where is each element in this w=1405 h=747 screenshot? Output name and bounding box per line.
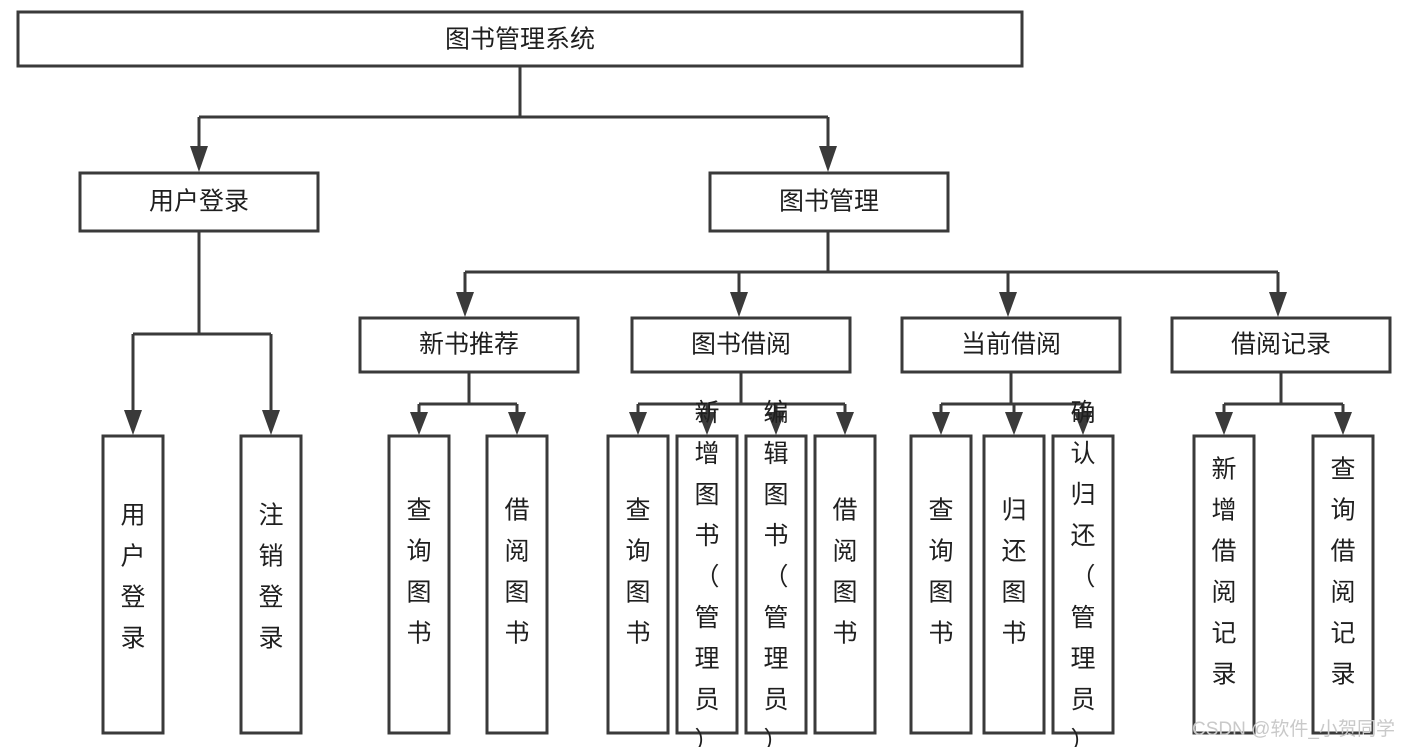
connector-group-book-borrow: [629, 372, 854, 435]
arrowhead-nbr-to-leaf-1: [410, 412, 428, 435]
arrowhead-br-to-leaf-2: [1334, 412, 1352, 435]
leaf-br-add-record-box[interactable]: [1192, 434, 1256, 735]
leaf-cb-confirm-return-admin-label: 确认归还（管理员）: [1070, 399, 1095, 747]
leaf-cb-return-book[interactable]: 归还图书: [982, 434, 1046, 735]
leaf-bb-add-book-admin[interactable]: 新增图书（管理员）: [675, 399, 739, 747]
connector-group-new-book-recommend: [410, 372, 526, 435]
node-root[interactable]: 图书管理系统: [16, 10, 1024, 68]
leaf-bb-edit-book-admin-box[interactable]: [744, 434, 808, 735]
node-root-label: 图书管理系统: [445, 26, 595, 54]
leaf-bb-edit-book-admin-label: 编辑图书（管理员）: [763, 399, 788, 747]
leaf-br-query-record-box[interactable]: [1311, 434, 1375, 735]
leaf-nbr-borrow-book[interactable]: 借阅图书: [485, 434, 549, 735]
arrowhead-bm-to-borrow-record: [1269, 292, 1287, 317]
leaf-logout-label: 注销登录: [258, 502, 283, 653]
arrowhead-cb-to-leaf-3: [1074, 412, 1092, 435]
leaf-bb-query-book-box[interactable]: [606, 434, 670, 735]
arrowhead-bb-to-leaf-4: [836, 412, 854, 435]
arrowhead-root-to-user-login: [190, 146, 208, 172]
leaf-cb-query-book[interactable]: 查询图书: [909, 434, 973, 735]
arrowhead-user-login-to-leaf-2: [262, 410, 280, 435]
node-user-login-box[interactable]: [78, 171, 320, 233]
node-current-borrow-box[interactable]: [900, 316, 1122, 374]
node-borrow-record-label: 借阅记录: [1231, 331, 1331, 359]
arrowhead-nbr-to-leaf-2: [508, 412, 526, 435]
node-current-borrow[interactable]: 当前借阅: [900, 316, 1122, 374]
arrowhead-bm-to-new-book-recommend: [456, 292, 474, 317]
leaf-user-login-label: 用户登录: [120, 502, 145, 653]
node-book-borrow-label: 图书借阅: [691, 331, 791, 359]
leaf-br-query-record[interactable]: 查询借阅记录: [1311, 434, 1375, 735]
arrowhead-bb-to-leaf-1: [629, 412, 647, 435]
leaf-cb-query-book-box[interactable]: [909, 434, 973, 735]
arrowhead-br-to-leaf-1: [1215, 412, 1233, 435]
leaf-bb-add-book-admin-box[interactable]: [675, 434, 739, 735]
leaf-cb-return-book-label: 归还图书: [1001, 497, 1026, 648]
leaf-bb-query-book-label: 查询图书: [625, 497, 650, 648]
node-new-book-recommend-box[interactable]: [358, 316, 580, 374]
node-new-book-recommend[interactable]: 新书推荐: [358, 316, 580, 374]
arrowhead-bb-to-leaf-3: [767, 412, 785, 435]
connector-group-current-borrow: [932, 372, 1092, 435]
arrowhead-bm-to-book-borrow: [730, 292, 748, 317]
connector-group-book-management: [456, 231, 1287, 317]
connector-group-root: [190, 66, 837, 172]
node-user-login-label: 用户登录: [149, 188, 249, 216]
node-root-box[interactable]: [16, 10, 1024, 68]
leaf-nbr-borrow-book-label: 借阅图书: [504, 497, 529, 648]
node-user-login[interactable]: 用户登录: [78, 171, 320, 233]
leaf-logout-box[interactable]: [239, 434, 303, 735]
connector-group-borrow-record: [1215, 372, 1352, 435]
leaf-bb-borrow-book-label: 借阅图书: [832, 497, 857, 648]
leaf-br-query-record-label: 查询借阅记录: [1330, 456, 1355, 689]
node-book-management[interactable]: 图书管理: [708, 171, 950, 233]
leaf-user-login-box[interactable]: [101, 434, 165, 735]
arrowhead-cb-to-leaf-1: [932, 412, 950, 435]
node-book-management-box[interactable]: [708, 171, 950, 233]
leaf-nbr-query-book-box[interactable]: [387, 434, 451, 735]
leaf-nbr-query-book-label: 查询图书: [406, 497, 431, 648]
leaf-cb-confirm-return-admin-box[interactable]: [1051, 434, 1115, 735]
arrowhead-root-to-book-management: [819, 146, 837, 172]
arrowhead-cb-to-leaf-2: [1005, 412, 1023, 435]
leaf-bb-borrow-book-box[interactable]: [813, 434, 877, 735]
csdn-watermark: CSDN @软件_小贺同学: [1192, 719, 1395, 740]
leaf-cb-query-book-label: 查询图书: [928, 497, 953, 648]
leaf-nbr-borrow-book-box[interactable]: [485, 434, 549, 735]
leaf-cb-return-book-box[interactable]: [982, 434, 1046, 735]
leaf-user-login[interactable]: 用户登录: [101, 434, 165, 735]
leaf-bb-edit-book-admin[interactable]: 编辑图书（管理员）: [744, 399, 808, 747]
leaf-nbr-query-book[interactable]: 查询图书: [387, 434, 451, 735]
node-borrow-record-box[interactable]: [1170, 316, 1392, 374]
leaf-bb-add-book-admin-label: 新增图书（管理员）: [694, 399, 719, 747]
leaf-br-add-record[interactable]: 新增借阅记录: [1192, 434, 1256, 735]
node-book-borrow-box[interactable]: [630, 316, 852, 374]
arrowhead-user-login-to-leaf-1: [124, 410, 142, 435]
leaf-bb-borrow-book[interactable]: 借阅图书: [813, 434, 877, 735]
node-book-borrow[interactable]: 图书借阅: [630, 316, 852, 374]
arrowhead-bb-to-leaf-2: [698, 412, 716, 435]
arrowhead-bm-to-current-borrow: [999, 292, 1017, 317]
node-borrow-record[interactable]: 借阅记录: [1170, 316, 1392, 374]
leaf-cb-confirm-return-admin[interactable]: 确认归还（管理员）: [1051, 399, 1115, 747]
connector-group-user-login: [124, 231, 280, 435]
leaf-br-add-record-label: 新增借阅记录: [1211, 456, 1236, 689]
leaf-logout[interactable]: 注销登录: [239, 434, 303, 735]
node-current-borrow-label: 当前借阅: [961, 331, 1061, 359]
leaf-bb-query-book[interactable]: 查询图书: [606, 434, 670, 735]
node-book-management-label: 图书管理: [779, 188, 879, 216]
node-new-book-recommend-label: 新书推荐: [419, 331, 519, 359]
